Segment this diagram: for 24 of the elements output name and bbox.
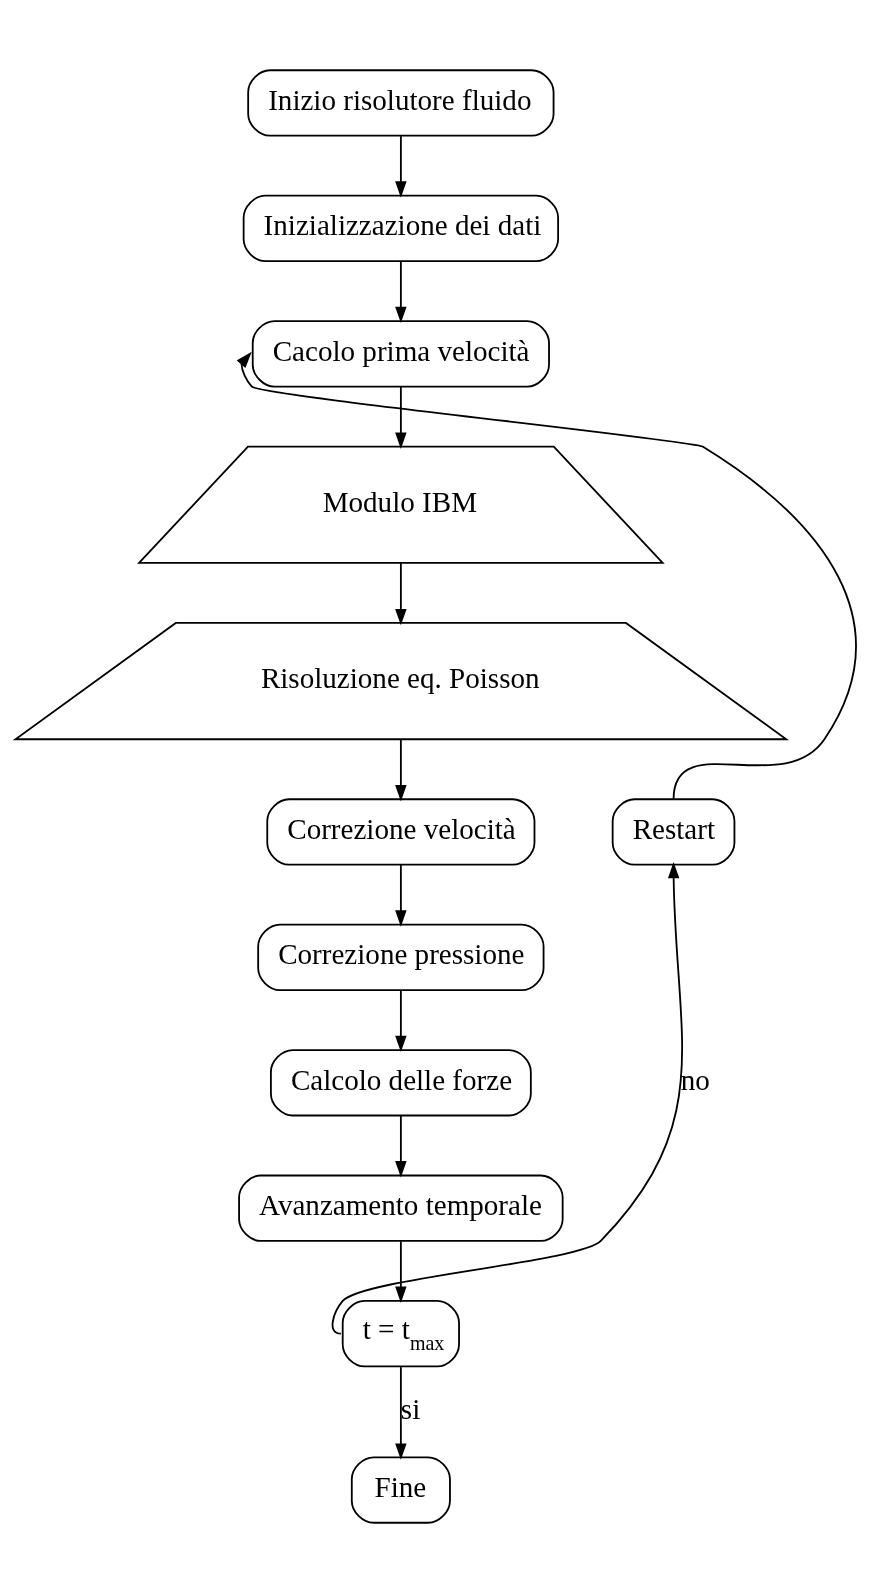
arrow: [395, 1366, 407, 1460]
node-box: Correzione pressione: [257, 923, 545, 991]
arrow: [395, 864, 407, 927]
node-box: t = t$_{max}$: [341, 1300, 460, 1368]
node-box: Inizio risolutore fluido: [247, 69, 555, 137]
node-box: Restart: [611, 798, 736, 866]
arrow: [395, 260, 407, 324]
edge-label: si: [400, 1392, 421, 1425]
node-box: Correzione velocità: [266, 798, 536, 866]
node-box: Fine: [350, 1456, 451, 1524]
node-box: Calcolo delle forze: [269, 1049, 532, 1117]
arrow: [395, 135, 407, 198]
arrow: [395, 1115, 407, 1178]
arrow: [395, 989, 407, 1053]
arrow: [331, 861, 684, 1335]
node-box: Cacolo prima velocità: [251, 320, 550, 388]
node-box: Avanzamento temporale: [238, 1174, 564, 1242]
arrow: [395, 562, 407, 626]
node-box: Inizializzazione dei dati: [242, 194, 559, 263]
arrow: [395, 1240, 407, 1303]
arrow: [395, 738, 407, 802]
arrow: [395, 386, 407, 449]
arrow: [236, 351, 857, 801]
edge-label: no: [680, 1063, 710, 1096]
